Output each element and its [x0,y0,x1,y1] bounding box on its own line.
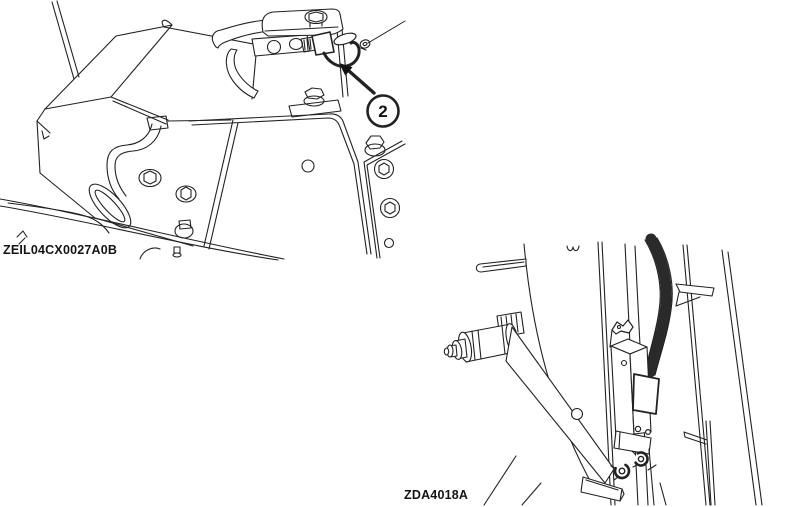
panel-hole [383,237,395,249]
retaining-clips [610,450,649,481]
mast-hole [570,407,584,421]
cable-connector-block [632,373,660,415]
leader-line [367,20,406,44]
coiled-cable [643,232,674,381]
hex-bolt [303,87,325,107]
channel-bracket [683,420,716,506]
hose-loop [88,183,132,229]
callout-number: 2 [378,102,387,121]
callout-circle [366,94,400,128]
motor-nose [443,338,468,360]
console-box [36,19,296,250]
misc-frame-lines [483,448,667,506]
motor-arm [505,326,625,502]
flat-tab [333,32,357,46]
e-clip [610,462,631,481]
side-panel [188,28,406,259]
panel-hole [301,159,315,173]
plate-bolt [304,9,328,28]
left-flag-bracket [475,258,527,273]
cable-connector [311,31,335,56]
callout-2: 2 [339,63,400,128]
cable-hook-item [300,20,406,68]
figure2-mast-illustration [443,232,763,506]
pivot-bracket [251,34,311,57]
panel-bolts-left [138,168,197,239]
set-screw [359,39,371,51]
figure1-label: ZEIL04CX0027A0B [3,243,118,257]
mounting-plate [261,8,344,37]
wire-squiggle [566,245,580,252]
flange-bolt [373,158,395,180]
top-clamp [611,319,634,335]
flange-bolt [379,197,401,219]
figure2-label: ZDA4018A [404,488,469,502]
lower-bracket [613,425,652,455]
support-rod [51,0,80,80]
ground-lines [0,198,285,261]
callout-arrow-shaft [347,69,376,95]
lever-lower-arm [225,48,259,99]
solenoid-assembly [609,319,660,455]
callout-arrow-head [339,63,353,76]
hook-wire [322,40,361,68]
hex-bolt [364,135,386,157]
e-clip [631,450,649,468]
lever-assembly [211,8,344,99]
hose [88,115,169,229]
figure1-console-illustration: 2 [0,0,406,261]
